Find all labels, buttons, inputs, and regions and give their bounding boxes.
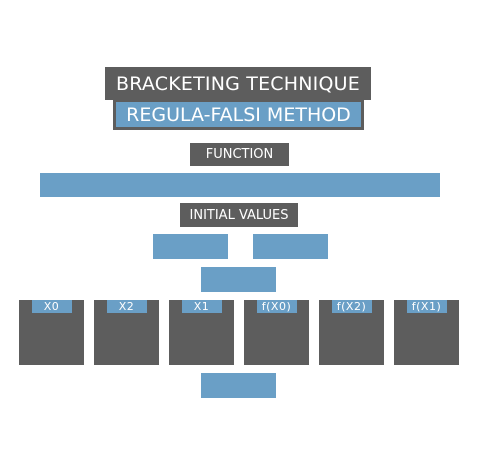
result-column-fx0: f(X0) [244, 300, 309, 365]
column-header-fx2: f(X2) [331, 300, 372, 313]
column-header-x2: X2 [106, 300, 147, 313]
column-header-fx1: f(X1) [406, 300, 447, 313]
result-column-x1: X1 [169, 300, 234, 365]
x0-input[interactable] [153, 234, 228, 259]
function-label: FUNCTION [190, 143, 289, 166]
result-column-x0: X0 [19, 300, 84, 365]
x1-input[interactable] [253, 234, 328, 259]
app-title: BRACKETING TECHNIQUE [105, 67, 371, 100]
calculate-button[interactable] [201, 267, 276, 292]
column-header-fx0: f(X0) [256, 300, 297, 313]
method-title-frame: REGULA-FALSI METHOD [113, 99, 364, 130]
initial-values-label: INITIAL VALUES [180, 203, 298, 227]
method-title: REGULA-FALSI METHOD [116, 102, 361, 127]
column-header-x0: X0 [31, 300, 72, 313]
column-header-x1: X1 [181, 300, 222, 313]
result-column-fx2: f(X2) [319, 300, 384, 365]
result-column-x2: X2 [94, 300, 159, 365]
result-column-fx1: f(X1) [394, 300, 459, 365]
next-iteration-button[interactable] [201, 373, 276, 398]
function-input[interactable] [40, 173, 440, 197]
